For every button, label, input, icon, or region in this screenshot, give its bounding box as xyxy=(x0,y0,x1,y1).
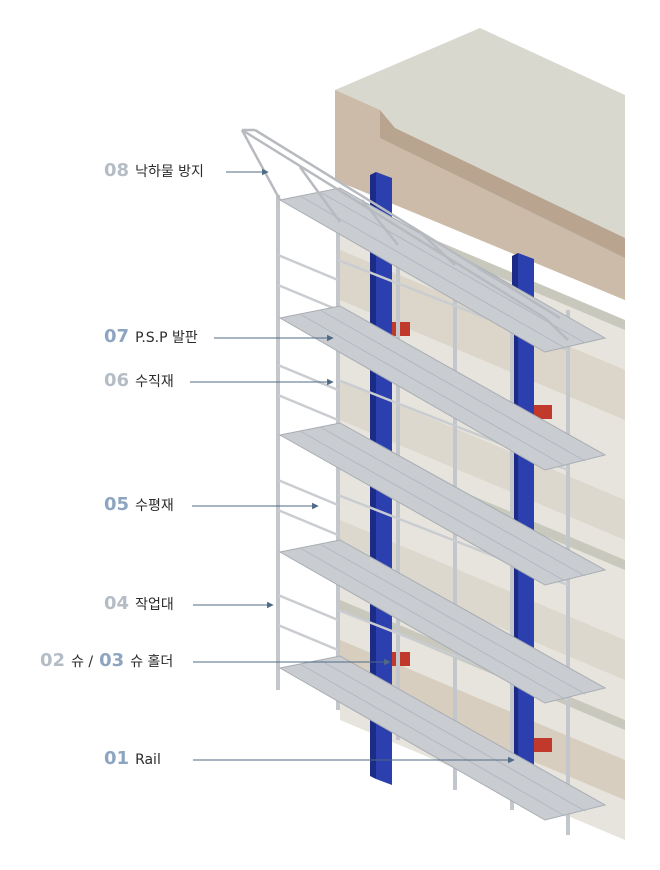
callout-arrows xyxy=(190,168,515,764)
callout-08: 08 낙하물 방지 xyxy=(104,160,204,181)
callout-05: 05 수평재 xyxy=(104,494,174,515)
callout-01: 01 Rail xyxy=(104,748,161,769)
callout-03-number: 03 xyxy=(99,650,125,671)
callout-01-number: 01 xyxy=(104,748,130,769)
callout-01-text: Rail xyxy=(135,752,161,768)
callout-05-number: 05 xyxy=(104,494,130,515)
callout-04: 04 작업대 xyxy=(104,593,174,614)
debris-protection-frame xyxy=(240,128,569,341)
callout-06-text: 수직재 xyxy=(135,374,174,390)
callout-03-text: 슈 홀더 xyxy=(130,654,174,670)
deck-slats xyxy=(299,191,586,817)
callout-07: 07 P.S.P 발판 xyxy=(104,326,198,347)
callout-08-text: 낙하물 방지 xyxy=(135,164,204,180)
callout-02-number: 02 xyxy=(40,650,66,671)
callout-04-text: 작업대 xyxy=(135,597,174,613)
callout-02-text: 슈 / xyxy=(71,654,94,670)
callout-05-text: 수평재 xyxy=(135,498,174,514)
callout-07-text: P.S.P 발판 xyxy=(135,330,198,346)
callout-07-number: 07 xyxy=(104,326,130,347)
work-decks xyxy=(278,187,607,821)
callout-02-03: 02 슈 / 03 슈 홀더 xyxy=(40,650,173,671)
callout-06: 06 수직재 xyxy=(104,370,174,391)
callout-08-number: 08 xyxy=(104,160,130,181)
callout-04-number: 04 xyxy=(104,593,130,614)
callout-06-number: 06 xyxy=(104,370,130,391)
